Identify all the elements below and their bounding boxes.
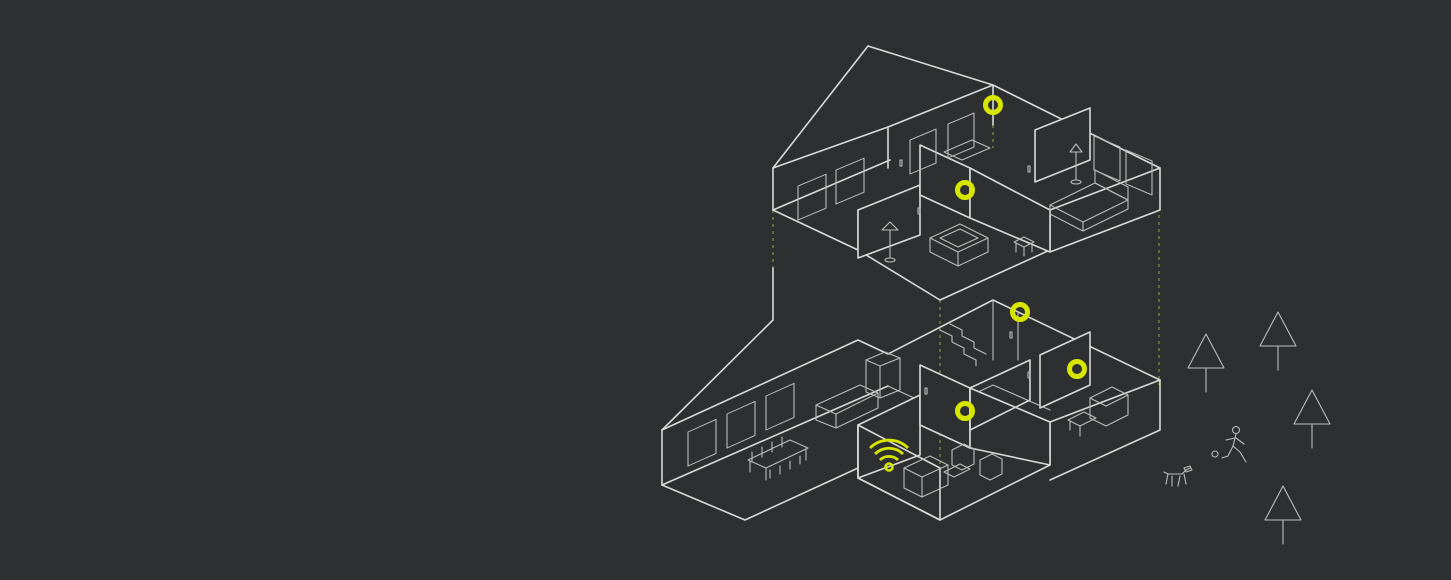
tree-icon	[1259, 311, 1297, 371]
floor-lamp	[881, 221, 899, 263]
trees	[1187, 311, 1331, 545]
bathtub	[929, 223, 989, 267]
dining-table	[747, 436, 809, 481]
ring-node-icon	[983, 95, 1003, 115]
lounge-furniture	[1067, 386, 1129, 437]
bed	[1049, 169, 1129, 232]
tree-icon	[1293, 389, 1331, 449]
ring-node-icon	[1010, 302, 1030, 322]
living-room-furniture	[903, 443, 1003, 498]
dog-icon	[1163, 465, 1193, 487]
staircase	[939, 299, 1019, 367]
bathroom-counter	[943, 139, 991, 161]
roof-outline-top	[772, 45, 994, 169]
ring-node-icon	[955, 401, 975, 421]
ring-node-icon	[1067, 359, 1087, 379]
roof-outline-left	[661, 267, 774, 431]
ground-floor	[661, 267, 1161, 521]
person-with-ball-icon	[1211, 425, 1247, 463]
signal-nodes	[955, 95, 1087, 421]
ring-node-icon	[955, 180, 975, 200]
tree-icon	[1264, 485, 1302, 545]
tree-icon	[1187, 333, 1225, 393]
side-chair	[1013, 236, 1035, 257]
wifi-router-icon	[869, 438, 909, 472]
upper-floor	[772, 45, 1161, 301]
bedroom-lamp	[1069, 143, 1083, 185]
kitchen-counter	[815, 351, 901, 429]
